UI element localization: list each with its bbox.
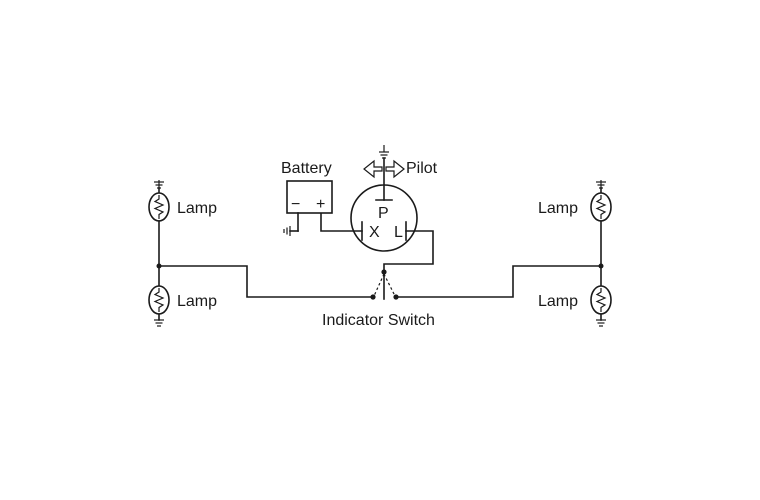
battery-positive-label: + xyxy=(316,196,325,213)
ground-symbol-bottom-left xyxy=(154,319,164,327)
lamp-bottom-right xyxy=(590,285,612,315)
wire-flasher-to-switch xyxy=(383,230,434,273)
ground-symbol-bottom-right xyxy=(596,319,606,327)
lamp-top-left xyxy=(148,192,170,222)
flasher-p-label: P xyxy=(378,205,389,222)
wire-right-to-switch xyxy=(395,265,602,298)
flasher-x-label: X xyxy=(369,224,380,241)
lamp-top-right xyxy=(590,192,612,222)
ground-symbol-battery xyxy=(283,226,291,236)
left-lamp-column xyxy=(148,180,170,327)
wire-battery-to-flasher xyxy=(320,212,363,232)
pilot-label: Pilot xyxy=(406,160,438,177)
arrow-right-icon xyxy=(385,159,405,179)
lamp-bottom-left xyxy=(148,285,170,315)
lamp-label-top-left: Lamp xyxy=(177,200,217,217)
lamp-label-top-right: Lamp xyxy=(538,200,578,217)
ground-symbol-top-left xyxy=(154,180,164,189)
pilot-indicator xyxy=(363,145,405,179)
lamp-label-bottom-right: Lamp xyxy=(538,293,578,310)
arrow-left-icon xyxy=(363,159,383,179)
ground-symbol-top-right xyxy=(596,180,606,189)
wire-left-to-switch xyxy=(158,265,374,298)
indicator-switch xyxy=(370,269,399,300)
battery xyxy=(283,180,333,236)
lamp-label-bottom-left: Lamp xyxy=(177,293,217,310)
right-lamp-column xyxy=(590,180,612,327)
ground-symbol-pilot xyxy=(379,145,389,159)
battery-label: Battery xyxy=(281,160,332,177)
battery-negative-label: − xyxy=(291,196,300,213)
flasher-l-label: L xyxy=(394,224,403,241)
flasher-unit xyxy=(350,157,418,252)
switch-label: Indicator Switch xyxy=(322,312,435,329)
